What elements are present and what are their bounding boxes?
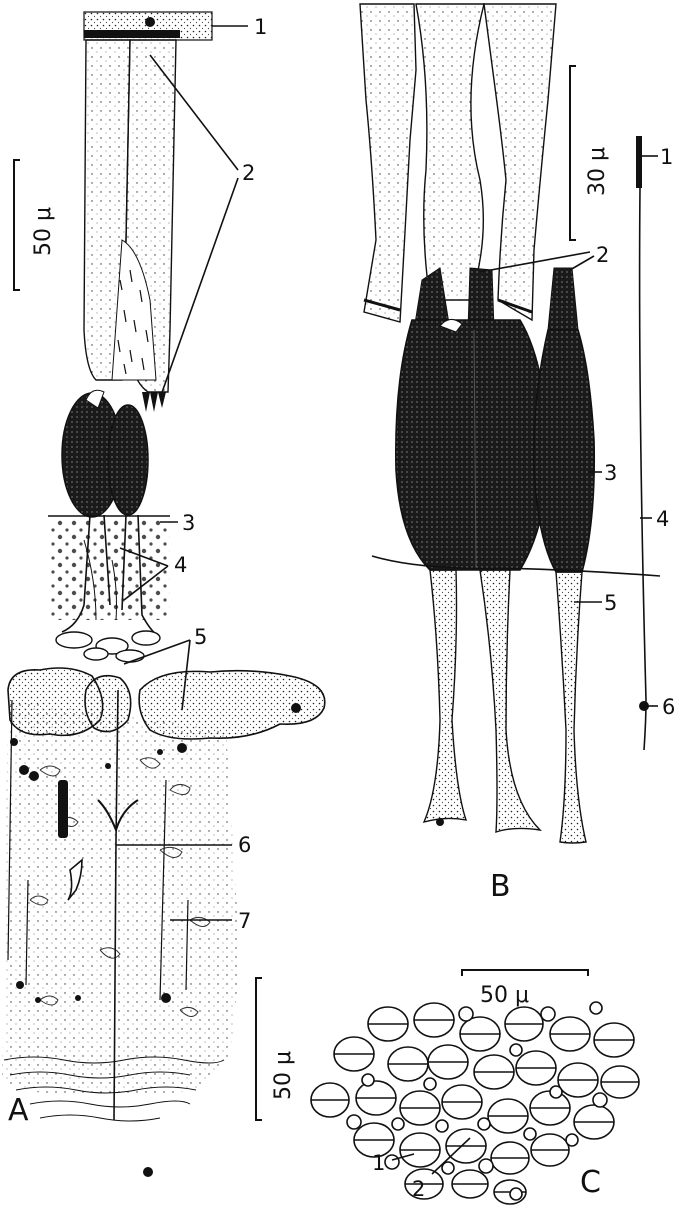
- panel-label-a: A: [8, 1093, 29, 1128]
- label-a-1: 1: [254, 15, 267, 39]
- label-a-7: 7: [238, 909, 251, 933]
- label-b-5: 5: [604, 591, 617, 615]
- label-b-3: 3: [604, 461, 617, 485]
- scale-bar-c-label: 50 μ: [480, 983, 529, 1008]
- label-b-fiber-1: 1: [660, 145, 673, 169]
- label-a-5: 5: [194, 625, 207, 649]
- panel-label-b: B: [490, 869, 511, 904]
- scale-bar-a-top: 50 μ: [14, 160, 56, 290]
- scale-bar-a-bottom-label: 50 μ: [271, 1051, 296, 1100]
- label-b-fiber-6: 6: [662, 695, 675, 719]
- scale-bar-b: 30 μ: [570, 66, 610, 240]
- label-b-fiber-4: 4: [656, 507, 669, 531]
- label-c-1: 1: [372, 1151, 385, 1175]
- label-a-3: 3: [182, 511, 195, 535]
- label-a-6: 6: [238, 833, 251, 857]
- panel-b-drawing: [360, 4, 660, 843]
- label-b-2: 2: [596, 243, 609, 267]
- label-a-2: 2: [242, 161, 255, 185]
- scale-bar-c: 50 μ: [462, 970, 588, 1008]
- label-a-4: 4: [174, 553, 187, 577]
- label-c-2: 2: [412, 1177, 425, 1201]
- scale-bar-a-top-label: 50 μ: [31, 207, 56, 256]
- panel-b-labels: 2 3 5 1 4 6: [596, 145, 675, 719]
- panel-label-c: C: [580, 1165, 601, 1200]
- panel-b-fiber: [636, 136, 649, 750]
- panel-a-drawing: [2, 12, 325, 1177]
- scale-bar-b-label: 30 μ: [585, 147, 610, 196]
- scale-bar-a-bottom: 50 μ: [256, 978, 296, 1120]
